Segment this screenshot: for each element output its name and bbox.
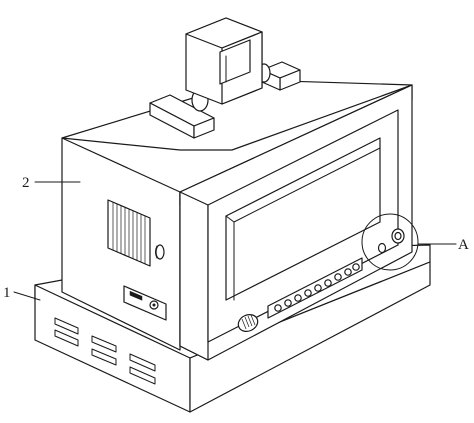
screen: [225, 137, 381, 301]
front-panel: [179, 84, 419, 361]
leader-line-1: [13, 291, 41, 301]
base-right-face: [189, 261, 431, 413]
label-part-2: 2: [22, 175, 30, 191]
label-part-1: 1: [3, 285, 11, 301]
side-knob: [155, 244, 165, 260]
control-knob: [237, 314, 259, 332]
side-vent-grille: [107, 199, 151, 267]
switch-plate: [123, 285, 167, 321]
annotations: 2 1 A: [3, 175, 469, 301]
handle-frame-opening: [219, 39, 251, 85]
button-strip: [267, 257, 363, 319]
connector-ports: [377, 228, 405, 254]
base-vents: [54, 317, 156, 385]
label-detail-a: A: [458, 237, 469, 253]
top-handle: [149, 17, 301, 139]
detail-a-circle: [361, 213, 419, 271]
